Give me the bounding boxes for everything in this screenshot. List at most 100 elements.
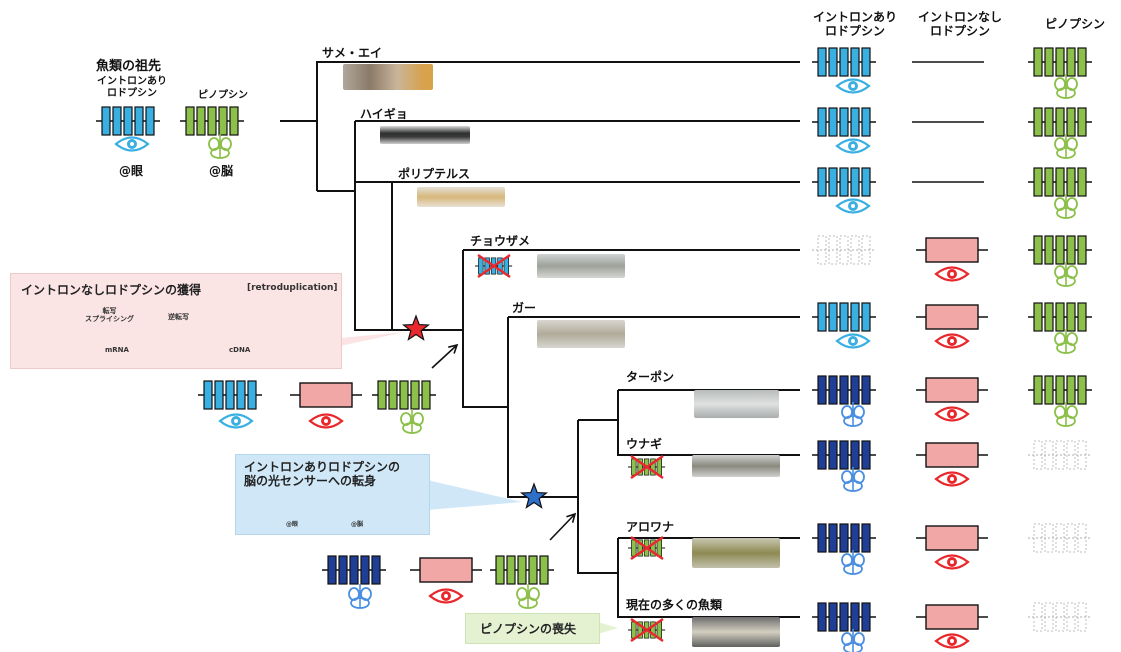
node-red-eye-icon [308, 413, 344, 429]
species-label-tarpon: ターポン [626, 370, 675, 384]
species-label-sturgeon: チョウザメ [470, 234, 531, 248]
callout-brain-eye: @眼 [286, 521, 299, 528]
tip-4-eye-icon [835, 333, 871, 349]
callout-loss-pointer [598, 622, 618, 634]
callout-retro-mrna: mRNA [105, 346, 129, 354]
node-intron-rhodopsin-gene [198, 380, 262, 410]
tree-branch-8 [462, 250, 508, 408]
callout-retro-tag: [retroduplication] [247, 283, 338, 293]
ancestor-title: 魚類の祖先 [96, 59, 162, 74]
photo-shark-ray [343, 64, 433, 90]
node2-intronless-rhodopsin-gene [410, 557, 482, 583]
tip-4-red-eye-icon [934, 333, 970, 349]
photo-modern-fish [692, 617, 780, 647]
modern-loss-cross-icon [630, 618, 664, 642]
callout-pinopsin-loss: ピノプシンの喪失 [465, 613, 600, 644]
tip-8-red-eye-icon [934, 633, 970, 649]
node2-pinopsin-gene [490, 555, 554, 585]
tip-5-red-eye-icon [934, 406, 970, 422]
callout-retro-cdna: cDNA [229, 346, 251, 354]
tip-2-pinopsin-brain-icon [1054, 194, 1078, 219]
tip-0-eye-icon [835, 78, 871, 94]
tip-2-eye-icon [835, 198, 871, 214]
tip-8-intronless-rhodopsin-gene [916, 604, 988, 630]
header-pinopsin: ピノプシン [1044, 17, 1105, 31]
node2-brain-icon [348, 584, 372, 609]
node2-intron-rhodopsin-gene [322, 555, 386, 585]
eel-loss-cross-icon [630, 455, 664, 479]
tree-branch-10 [507, 317, 578, 498]
callout-retro-step1: 転写 スプライシング [85, 307, 134, 323]
ancestor-eye-icon [114, 136, 150, 152]
tip-8-intron-rhodopsin-gene [812, 602, 876, 632]
photo-polypterus [417, 187, 505, 207]
tip-6-red-eye-icon [934, 471, 970, 487]
photo-eel [692, 455, 780, 477]
photo-arowana [692, 538, 780, 568]
species-label-arowana: アロワナ [626, 520, 675, 534]
tip-6-brain-icon [841, 467, 865, 492]
ancestor-intron-rhodopsin-gene [96, 106, 160, 136]
tip-4-pinopsin-gene [1028, 302, 1092, 332]
tip-5-intron-rhodopsin-gene [812, 375, 876, 405]
ancestor-pinopsin-gene [180, 106, 244, 136]
tip-7-brain-icon [841, 550, 865, 575]
tree-branch-3 [317, 121, 356, 192]
callout-retroduplication: イントロンなしロドプシンの獲得 [retroduplication] 転写 スプ… [10, 273, 342, 369]
tip-3-red-eye-icon [934, 266, 970, 282]
tip-8-brain-icon [841, 629, 865, 652]
species-label-modern-fishes: 現在の多くの魚類 [626, 598, 723, 612]
callout-brain-brain: @脳 [351, 521, 364, 528]
tip-3-intronless-rhodopsin-gene [916, 237, 988, 263]
brain-switch-star-icon [519, 482, 549, 509]
tip-2-intron-rhodopsin-gene [812, 167, 876, 197]
tip-7-red-eye-icon [934, 554, 970, 570]
tip-3-pinopsin-brain-icon [1054, 262, 1078, 287]
ancestor-eye-location: @眼 [119, 164, 144, 178]
tip-5-pinopsin-brain-icon [1054, 402, 1078, 427]
callout-retro-pointer [340, 332, 405, 346]
species-label-polypterus: ポリプテルス [398, 167, 471, 181]
node2-pinopsin-brain-icon [516, 584, 540, 609]
tip-6-intronless-rhodopsin-gene [916, 442, 988, 468]
tip-1-pinopsin-gene [1028, 107, 1092, 137]
ancestor-pinopsin-label: ピノプシン [198, 90, 248, 101]
tip-0-pinopsin-gene [1028, 47, 1092, 77]
tip-7-intronless-rhodopsin-gene [916, 525, 988, 551]
species-label-shark-ray: サメ・エイ [322, 46, 383, 60]
node-intronless-rhodopsin-gene [290, 382, 362, 408]
tip-3-pinopsin-gene [1028, 235, 1092, 265]
photo-gar [537, 320, 625, 348]
tip-0-pinopsin-brain-icon [1054, 74, 1078, 99]
retroduplication-star-icon [401, 314, 431, 341]
tip-3-intron-rhodopsin-absent [812, 235, 876, 265]
tip-0-intron-rhodopsin-gene [812, 47, 876, 77]
ancestor-brain-icon [208, 134, 232, 159]
tip-4-pinopsin-brain-icon [1054, 329, 1078, 354]
callout-brain-title: イントロンありロドプシンの 脳の光センサーへの転身 [244, 460, 401, 488]
sturgeon-loss-cross-icon [477, 254, 511, 278]
tip-8-pinopsin-absent [1028, 602, 1092, 632]
photo-sturgeon [537, 254, 625, 278]
node2-red-eye-icon [428, 588, 464, 604]
node2-arrow-icon [549, 512, 577, 541]
node-pinopsin-brain-icon [400, 409, 424, 434]
callout-brain-switch: イントロンありロドプシンの 脳の光センサーへの転身 @眼 @脳 [235, 454, 430, 535]
tip-1-pinopsin-brain-icon [1054, 134, 1078, 159]
ancestor-brain-location: @脳 [209, 164, 234, 178]
species-label-gar: ガー [512, 301, 537, 315]
tip-6-pinopsin-absent [1028, 440, 1092, 470]
node-arrow-icon [431, 343, 459, 369]
species-label-eel: ウナギ [626, 437, 663, 451]
callout-loss-title: ピノプシンの喪失 [480, 622, 577, 636]
tip-4-intronless-rhodopsin-gene [916, 304, 988, 330]
callout-retro-title: イントロンなしロドプシンの獲得 [21, 283, 202, 297]
arowana-loss-cross-icon [630, 536, 664, 560]
node-eye-icon [218, 413, 254, 429]
tip-5-intronless-rhodopsin-gene [916, 377, 988, 403]
header-intronless-rhodopsin: イントロンなし ロドプシン [917, 10, 1002, 38]
tip-1-intron-rhodopsin-gene [812, 107, 876, 137]
tip-5-pinopsin-gene [1028, 375, 1092, 405]
tip-1-eye-icon [835, 138, 871, 154]
tip-2-pinopsin-gene [1028, 167, 1092, 197]
